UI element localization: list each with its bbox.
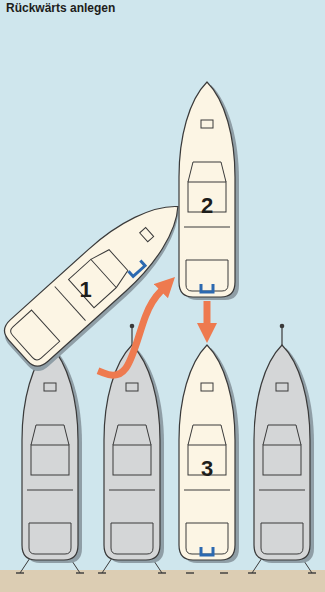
step-number: 2	[179, 194, 235, 218]
step-number: 3	[179, 457, 235, 481]
move-arrow	[204, 301, 211, 328]
cleat-mark	[201, 284, 213, 292]
boat-node: 1	[0, 185, 197, 370]
boat-outline	[179, 82, 235, 297]
boat-node: 2	[179, 82, 235, 297]
boat-outline	[179, 345, 235, 560]
boat-outline	[0, 185, 197, 370]
cleat-mark	[201, 547, 213, 555]
diagram-title: Rückwärts anlegen	[6, 1, 115, 15]
boat-node: 3	[179, 345, 235, 560]
cleat-mark	[128, 260, 145, 276]
move-arrow	[98, 288, 164, 376]
step-number: 1	[58, 277, 114, 301]
